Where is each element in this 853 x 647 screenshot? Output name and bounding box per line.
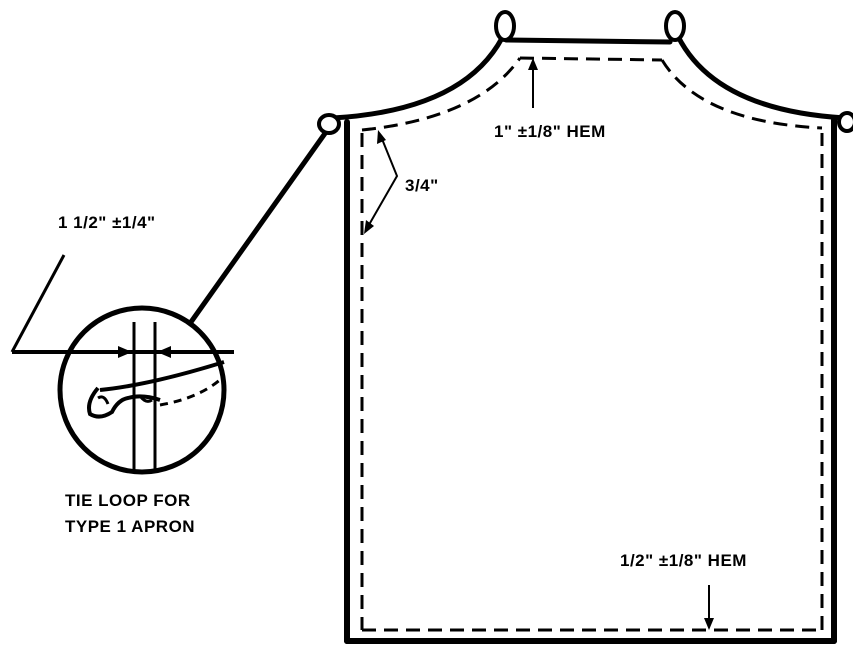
top-hem-arrowhead: [528, 58, 538, 70]
hem-neck-stitch: [519, 56, 663, 62]
tie-loop-waist-right: [837, 111, 853, 133]
loop-width-leader: [10, 254, 66, 353]
top-hem-label: 1" ±1/8" HEM: [494, 122, 606, 141]
corner-width-label: 3/4": [405, 176, 439, 195]
tie-loop-neck-left: [494, 10, 516, 42]
bottom-hem-label: 1/2" ±1/8" HEM: [620, 551, 747, 570]
tie-loops: [317, 10, 853, 135]
apron-right-armhole: [672, 27, 848, 121]
tie-loop-waist-left: [317, 113, 341, 135]
tie-loop-neck-right: [664, 10, 686, 42]
bottom-hem-dimension: [704, 585, 714, 630]
hem-left-armhole-stitch: [361, 57, 522, 132]
loop-caption-line1: TIE LOOP FOR: [65, 491, 191, 510]
corner-arrowhead-top: [377, 130, 386, 144]
detail-loop-inner: [97, 395, 110, 405]
corner-dimension-line: [365, 133, 399, 231]
detail-circle: [57, 305, 227, 475]
bottom-hem-arrowhead: [704, 618, 714, 630]
loop-caption-line2: TYPE 1 APRON: [65, 517, 195, 536]
detail-leader-line: [188, 130, 329, 324]
detail-loop-shape: [87, 386, 161, 419]
hem-stitching: [360, 56, 824, 632]
hem-right-armhole-stitch: [660, 59, 823, 130]
detail-apron-edge: [99, 360, 225, 392]
top-hem-dimension: [528, 58, 538, 108]
detail-hem-stitch: [159, 376, 224, 407]
apron-outline: [330, 27, 848, 644]
detail-arrowhead-right: [157, 346, 171, 358]
apron-neck-edge: [503, 37, 673, 45]
apron-left-armhole: [330, 27, 509, 121]
loop-width-label: 1 1/2" ±1/4": [58, 213, 156, 232]
corner-arrowhead-bottom: [364, 220, 374, 234]
detail-loop-fold: [138, 395, 153, 403]
tie-loop-detail: [10, 254, 234, 475]
detail-arrowhead-left: [118, 346, 132, 358]
corner-dimension: [364, 130, 399, 234]
